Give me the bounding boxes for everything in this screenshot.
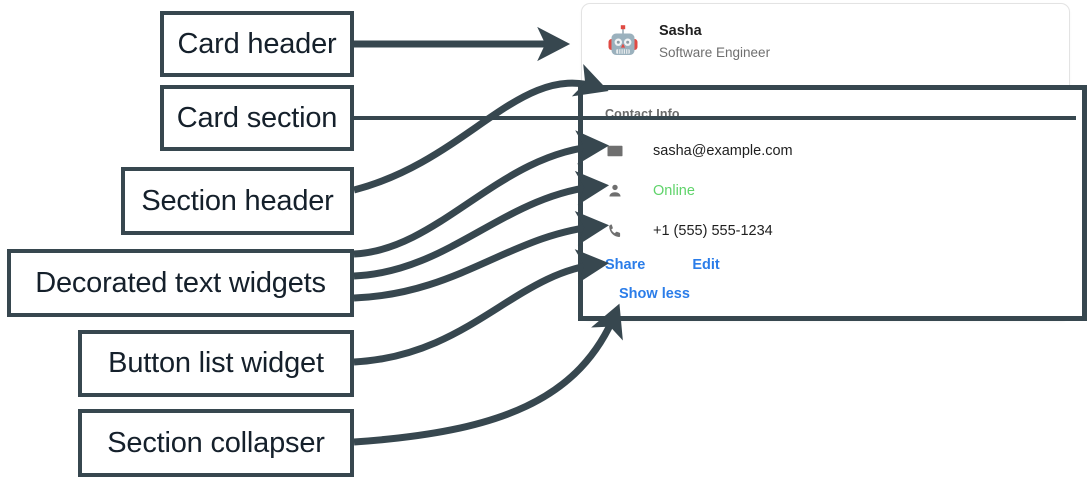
- arrow-decorated-text-2: [353, 170, 610, 280]
- card-subtitle: Software Engineer: [659, 44, 771, 60]
- section-collapser-button[interactable]: Show less: [619, 286, 690, 302]
- section-header: Contact Info: [605, 107, 680, 121]
- arrow-section-header: [353, 63, 609, 194]
- decorated-text-widget-email: sasha@example.com: [605, 137, 1082, 164]
- email-icon: [605, 141, 625, 161]
- arrow-section-collapser: [353, 303, 623, 446]
- callout-section-header: Section header: [121, 167, 354, 235]
- arrow-decorated-text-1: [353, 130, 610, 258]
- status-value: Online: [653, 182, 695, 199]
- edit-button[interactable]: Edit: [692, 257, 720, 273]
- card-header-text: Sasha Software Engineer: [659, 22, 770, 63]
- callout-button-list-widget: Button list widget: [78, 330, 354, 397]
- card-title: Sasha: [659, 22, 702, 39]
- phone-icon: [605, 221, 625, 241]
- arrow-button-list: [353, 249, 610, 366]
- card-section-content: Contact Info sasha@example.com Online: [583, 90, 1082, 302]
- card-header: Sasha Software Engineer: [582, 4, 1069, 66]
- callout-card-section: Card section: [160, 85, 354, 151]
- person-icon: [605, 181, 625, 201]
- callout-section-collapser: Section collapser: [78, 409, 354, 477]
- decorated-text-widget-status: Online: [605, 177, 1082, 204]
- share-button[interactable]: Share: [605, 257, 646, 273]
- email-value: sasha@example.com: [653, 142, 793, 159]
- card-section: Contact Info sasha@example.com Online: [578, 85, 1087, 321]
- callout-decorated-text-widgets: Decorated text widgets: [7, 249, 354, 317]
- decorated-text-widget-phone: +1 (555) 555-1234: [605, 217, 1082, 244]
- callout-card-header: Card header: [160, 11, 354, 77]
- arrow-decorated-text-3: [353, 211, 610, 302]
- button-list-widget: Share Edit: [605, 257, 1082, 273]
- robot-avatar-icon: [603, 22, 643, 62]
- phone-value: +1 (555) 555-1234: [653, 222, 773, 239]
